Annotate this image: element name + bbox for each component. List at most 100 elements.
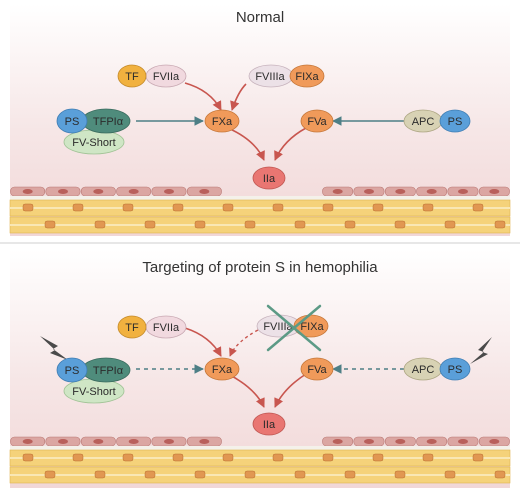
tf-label: TF bbox=[125, 71, 139, 83]
smooth-muscle-nucleus bbox=[322, 453, 334, 462]
tf-node bbox=[117, 315, 147, 339]
ps-node bbox=[56, 357, 88, 383]
panel-title: Targeting of protein S in hemophilia bbox=[142, 259, 378, 276]
smooth-muscle-nucleus bbox=[22, 453, 34, 462]
ps-label: PS bbox=[448, 116, 463, 128]
smooth-muscle-nucleus bbox=[172, 203, 184, 212]
smooth-muscle-nucleus bbox=[372, 203, 384, 212]
smooth-muscle-nucleus bbox=[44, 470, 56, 479]
cross-out-icon bbox=[266, 304, 322, 352]
fxa-label: FXa bbox=[212, 116, 233, 128]
smooth-muscle-nucleus bbox=[294, 470, 306, 479]
tf-label: TF bbox=[125, 322, 139, 334]
cell-nucleus bbox=[164, 439, 174, 444]
fviiia-label: FVIIIa bbox=[263, 321, 293, 333]
cell-nucleus bbox=[58, 439, 68, 444]
smooth-muscle-nucleus bbox=[394, 470, 406, 479]
fva-label: FVa bbox=[307, 364, 327, 376]
smooth-muscle-nucleus bbox=[372, 453, 384, 462]
cell-nucleus bbox=[458, 189, 468, 194]
basement-membrane bbox=[10, 196, 510, 200]
smooth-muscle-nucleus bbox=[144, 470, 156, 479]
cell-nucleus bbox=[22, 439, 33, 444]
endothelium bbox=[9, 436, 511, 484]
smooth-muscle-nucleus bbox=[472, 203, 484, 212]
fixa-node bbox=[289, 64, 325, 88]
smooth-muscle-nucleus bbox=[272, 453, 284, 462]
smooth-muscle-nucleus bbox=[344, 470, 356, 479]
cell-nucleus bbox=[364, 439, 374, 444]
apc-label: APC bbox=[412, 364, 435, 376]
ps-label: PS bbox=[448, 364, 463, 376]
tf-node bbox=[117, 64, 147, 88]
smooth-muscle-nucleus bbox=[322, 203, 334, 212]
fxa-node bbox=[204, 357, 240, 381]
cell-nucleus bbox=[426, 439, 437, 444]
lightning-icon bbox=[40, 336, 68, 360]
fviia-label: FVIIa bbox=[153, 71, 180, 83]
cell-nucleus bbox=[128, 189, 139, 194]
cell-nucleus bbox=[395, 189, 406, 194]
smooth-muscle-nucleus bbox=[222, 453, 234, 462]
cell-nucleus bbox=[489, 439, 500, 444]
cell-nucleus bbox=[93, 189, 104, 194]
panel-title: Normal bbox=[236, 9, 284, 26]
smooth-muscle-nucleus bbox=[194, 220, 206, 229]
cell-nucleus bbox=[426, 189, 437, 194]
smooth-muscle-nucleus bbox=[94, 470, 106, 479]
iia-node bbox=[252, 166, 286, 190]
smooth-muscle-nucleus bbox=[122, 203, 134, 212]
iia-label: IIa bbox=[263, 173, 276, 185]
fviiia-label: FVIIIa bbox=[255, 71, 285, 83]
lightning-icon bbox=[470, 337, 492, 364]
cell-nucleus bbox=[199, 439, 210, 444]
smooth-muscle-nucleus bbox=[122, 453, 134, 462]
fxa-label: FXa bbox=[212, 364, 233, 376]
smooth-muscle-nucleus bbox=[194, 470, 206, 479]
ps-node bbox=[439, 109, 471, 133]
smooth-muscle-nucleus bbox=[294, 220, 306, 229]
fva-node bbox=[300, 357, 334, 381]
cell-nucleus bbox=[199, 189, 210, 194]
apc-label: APC bbox=[412, 116, 435, 128]
cell-nucleus bbox=[458, 439, 468, 444]
smooth-muscle-nucleus bbox=[44, 220, 56, 229]
fviia-to-fxa-arrow bbox=[184, 82, 222, 111]
fxa-node bbox=[204, 109, 240, 133]
fva-label: FVa bbox=[307, 116, 327, 128]
fixa-label: FIXa bbox=[300, 321, 324, 333]
smooth-muscle-nucleus bbox=[494, 220, 506, 229]
fviia-to-fxa-arrow bbox=[184, 327, 222, 357]
ps-node bbox=[56, 108, 88, 134]
cell-nucleus bbox=[395, 439, 406, 444]
panel-hemophilia: Targeting of protein S in hemophilia TF … bbox=[9, 250, 511, 488]
smooth-muscle-nucleus bbox=[22, 203, 34, 212]
cell-nucleus bbox=[489, 189, 500, 194]
smooth-muscle-nucleus bbox=[444, 220, 456, 229]
basement-membrane bbox=[10, 446, 510, 450]
fva-node bbox=[300, 109, 334, 133]
smooth-muscle-nucleus bbox=[344, 220, 356, 229]
fva-to-iia-arrow bbox=[274, 127, 307, 161]
iia-node bbox=[252, 412, 286, 436]
ps-node bbox=[439, 357, 471, 381]
smooth-muscle-nucleus bbox=[222, 203, 234, 212]
smooth-muscle-nucleus bbox=[172, 453, 184, 462]
cell-nucleus bbox=[93, 439, 104, 444]
cell-nucleus bbox=[364, 189, 374, 194]
smooth-muscle-nucleus bbox=[72, 203, 84, 212]
smooth-muscle-nucleus bbox=[494, 470, 506, 479]
ps-label: PS bbox=[65, 365, 80, 377]
fv-short-label: FV-Short bbox=[72, 386, 115, 398]
smooth-muscle-nucleus bbox=[272, 203, 284, 212]
tfpi-label: TFPIα bbox=[93, 116, 124, 128]
tfpi-label: TFPIα bbox=[93, 365, 124, 377]
fva-to-iia-arrow bbox=[274, 373, 307, 408]
smooth-muscle-nucleus bbox=[422, 203, 434, 212]
smooth-muscle-nucleus bbox=[444, 470, 456, 479]
cell-nucleus bbox=[332, 439, 343, 444]
panel-normal: Normal TF FVIIa FVIIIa FIXa PS TF bbox=[9, 4, 511, 236]
smooth-muscle-nucleus bbox=[472, 453, 484, 462]
